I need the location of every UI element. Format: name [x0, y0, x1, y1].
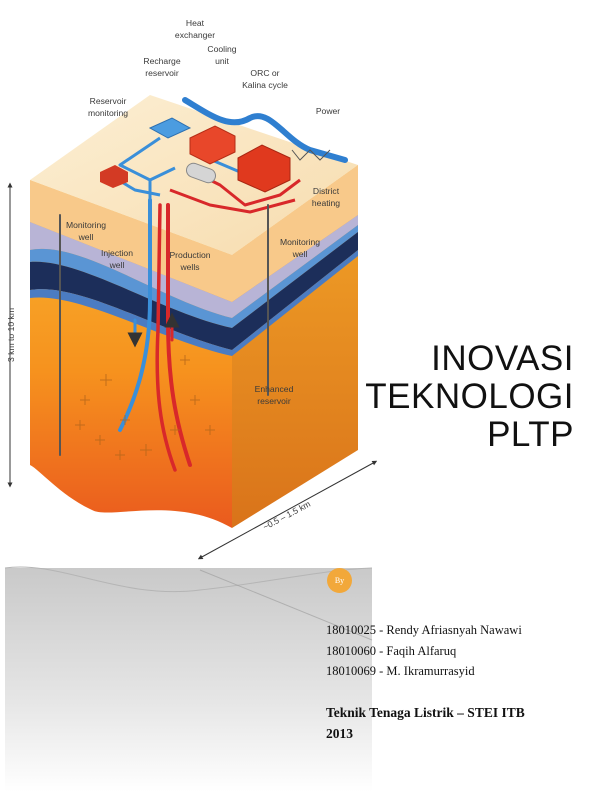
label-monitoring-well-right: Monitoring	[280, 237, 320, 247]
svg-text:exchanger: exchanger	[175, 30, 215, 40]
svg-text:reservoir: reservoir	[257, 396, 291, 406]
block-side-face	[232, 165, 358, 528]
page-title: INOVASI TEKNOLOGI PLTP	[365, 340, 574, 454]
label-injection-well: Injection	[101, 248, 133, 258]
svg-text:well: well	[292, 249, 308, 259]
affiliation-year: 2013	[326, 726, 353, 741]
svg-text:monitoring: monitoring	[88, 108, 128, 118]
label-recharge-reservoir: Recharge	[143, 56, 180, 66]
svg-text:reservoir: reservoir	[145, 68, 179, 78]
label-reservoir-monitoring: Reservoir	[90, 96, 127, 106]
label-power: Power	[316, 106, 340, 116]
label-cooling-unit: Cooling	[207, 44, 236, 54]
surface-equipment	[100, 117, 331, 193]
author-list: 18010025 - Rendy Afriasnyah Nawawi 18010…	[326, 620, 522, 682]
label-enhanced-reservoir: Enhanced	[255, 384, 294, 394]
author-item: 18010060 - Faqih Alfaruq	[326, 643, 457, 658]
svg-text:unit: unit	[215, 56, 229, 66]
svg-text:Kalina cycle: Kalina cycle	[242, 80, 288, 90]
dimension-arrows	[7, 182, 378, 560]
block-reflection	[4, 566, 373, 792]
label-monitoring-well-left: Monitoring	[66, 220, 106, 230]
wells	[59, 198, 269, 472]
title-line-2: TEKNOLOGI	[365, 377, 574, 416]
author-item: 18010069 - M. Ikramurrasyid	[326, 664, 475, 678]
svg-text:well: well	[78, 232, 94, 242]
label-heat-exchanger: Heat	[186, 18, 205, 28]
author-item: 18010025 - Rendy Afriasnyah Nawawi	[326, 623, 522, 637]
reservoir-fractures	[75, 355, 215, 460]
label-production-wells: Production	[169, 250, 210, 260]
svg-text:heating: heating	[312, 198, 340, 208]
title-line-3: PLTP	[487, 415, 574, 454]
label-depth: 3 km to 10 km	[6, 308, 16, 362]
label-orc-kalina: ORC or	[250, 68, 279, 78]
affiliation-line: Teknik Tenaga Listrik – STEI ITB	[326, 705, 525, 720]
label-district-heating: District	[313, 186, 340, 196]
by-badge: By	[327, 568, 352, 593]
svg-text:well: well	[109, 260, 125, 270]
svg-text:wells: wells	[179, 262, 199, 272]
affiliation: Teknik Tenaga Listrik – STEI ITB 2013	[326, 702, 525, 744]
title-line-1: INOVASI	[431, 339, 574, 378]
